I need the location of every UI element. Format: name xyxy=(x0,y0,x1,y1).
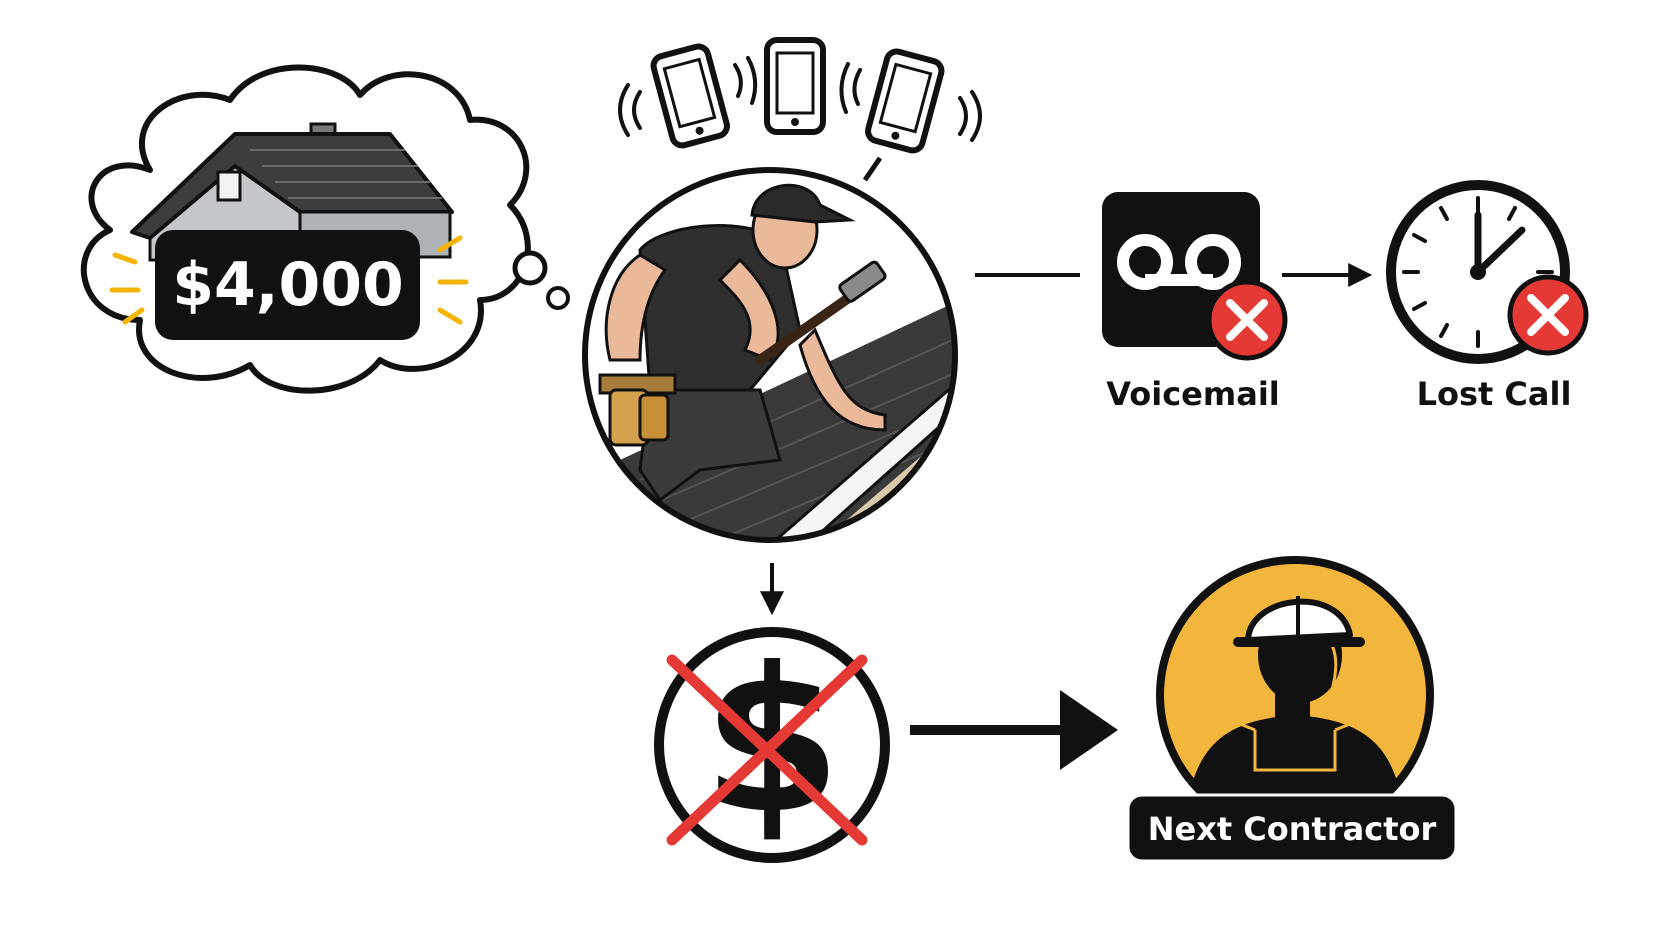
clock-icon xyxy=(1386,180,1589,364)
phone-icon xyxy=(764,37,826,135)
price-text: $4,000 xyxy=(172,250,404,320)
next-contractor-label: Next Contractor xyxy=(1148,810,1437,848)
next-contractor-badge: Next Contractor xyxy=(1126,793,1458,863)
error-x-icon xyxy=(1206,279,1288,361)
contractor-icon xyxy=(582,167,958,543)
voicemail-label: Voicemail xyxy=(1106,375,1280,413)
phone-icon xyxy=(865,48,945,154)
arrow-icon xyxy=(910,690,1118,770)
ringing-phones xyxy=(618,37,982,182)
no-money-icon: $ xyxy=(654,625,890,863)
price-badge: $4,000 xyxy=(109,230,469,340)
error-x-icon xyxy=(1507,274,1589,356)
hammer-icon xyxy=(838,260,887,303)
voicemail-icon xyxy=(1102,192,1288,361)
lost-call-label: Lost Call xyxy=(1417,375,1572,413)
phone-icon xyxy=(650,43,730,149)
worker-hardhat-icon xyxy=(1156,556,1434,834)
spark-lines xyxy=(109,235,469,325)
